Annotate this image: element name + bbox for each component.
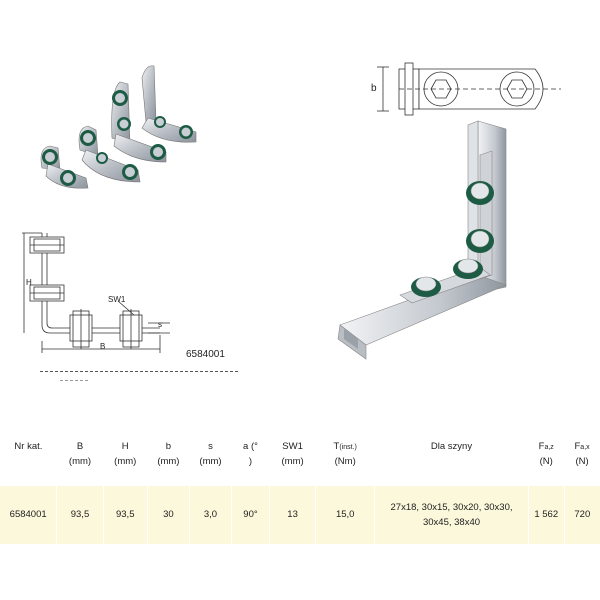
dim-s-label: s bbox=[158, 320, 162, 329]
divider-dashed-short bbox=[60, 380, 88, 381]
col-header: T(inst.)(Nm) bbox=[333, 441, 357, 467]
dim-sw1-label: SW1 bbox=[108, 295, 126, 304]
cell-angle: 90° bbox=[231, 486, 270, 544]
col-header: a (°) bbox=[243, 441, 258, 467]
technical-drawing bbox=[22, 232, 170, 353]
cell-b-upper: 93,5 bbox=[56, 486, 104, 544]
spec-table: Nr kat. B(mm) H(mm) b(mm) s(mm) a (°) SW… bbox=[0, 430, 600, 544]
col-header: Fa,z(N) bbox=[538, 441, 554, 467]
table-header-row: Nr kat. B(mm) H(mm) b(mm) s(mm) a (°) SW… bbox=[0, 430, 600, 486]
product-code-label: 6584001 bbox=[186, 349, 225, 360]
table-row: 6584001 93,5 93,5 30 3,0 90° 13 15,0 27x… bbox=[0, 486, 600, 544]
bracket-set-illustration bbox=[40, 65, 197, 189]
cell-s: 3,0 bbox=[189, 486, 233, 544]
cell-faz: 1 562 bbox=[528, 486, 565, 544]
small-bracket bbox=[40, 145, 89, 189]
divider-dashed bbox=[40, 371, 238, 372]
cell-h: 93,5 bbox=[103, 486, 148, 544]
col-header: s(mm) bbox=[199, 441, 222, 467]
large-bracket bbox=[111, 65, 197, 163]
cell-catalog-number: 6584001 bbox=[0, 486, 58, 544]
medium-bracket bbox=[78, 125, 141, 183]
cell-rail-sizes: 27x18, 30x15, 30x20, 30x30, 30x45, 38x40 bbox=[374, 486, 529, 544]
col-header: B(mm) bbox=[68, 441, 92, 467]
dim-b-lower-label: b bbox=[371, 83, 377, 94]
rail-bolts bbox=[411, 181, 494, 297]
dim-h-label: H bbox=[26, 278, 32, 287]
cell-sw1: 13 bbox=[269, 486, 317, 544]
col-header: Dla szyny bbox=[430, 441, 473, 452]
col-header: Nr kat. bbox=[14, 441, 43, 452]
top-view-drawing bbox=[377, 62, 561, 116]
col-header: H(mm) bbox=[114, 441, 137, 467]
cell-fax: 720 bbox=[564, 486, 600, 544]
col-header: SW1(mm) bbox=[281, 441, 304, 467]
col-header: b(mm) bbox=[157, 441, 180, 467]
cell-torque: 15,0 bbox=[315, 486, 376, 544]
cell-b-lower: 30 bbox=[147, 486, 190, 544]
bracket-on-rail-illustration bbox=[337, 120, 507, 360]
dim-b-upper-label: B bbox=[100, 342, 106, 351]
col-header: Fa,x(N) bbox=[574, 441, 590, 467]
